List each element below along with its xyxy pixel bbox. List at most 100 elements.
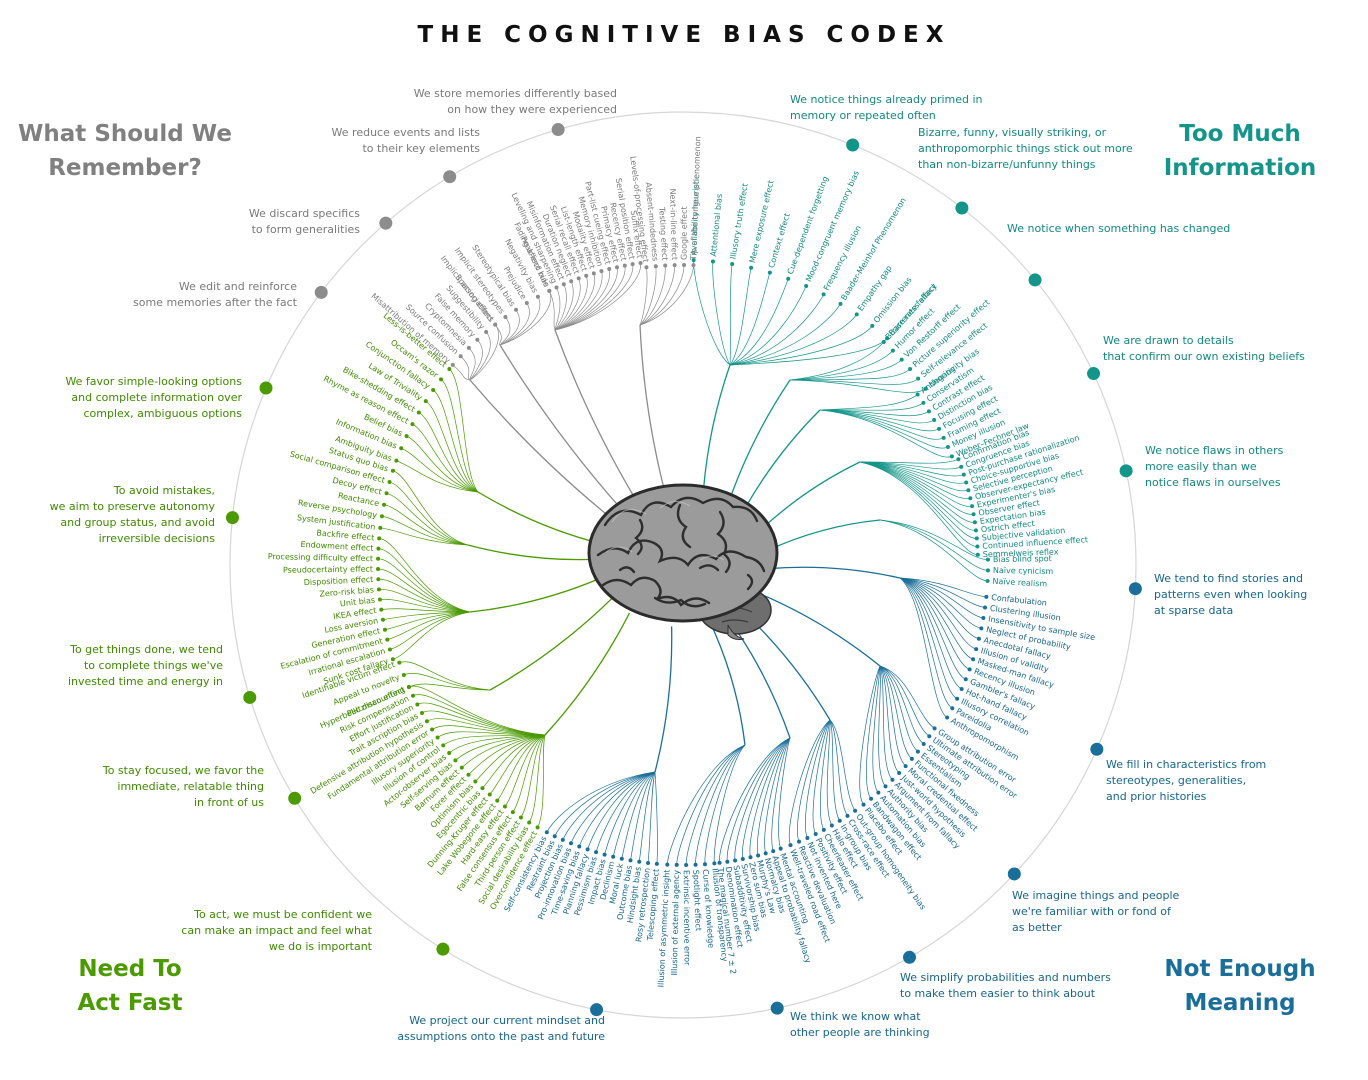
bias-label: Pseudocertainty effect (283, 565, 373, 575)
branch-leaf (819, 409, 930, 417)
branch-leaf (499, 309, 520, 346)
bias-node (459, 765, 464, 770)
bias-node (387, 479, 392, 484)
bias-node (628, 858, 633, 863)
category-dot (225, 511, 239, 525)
bias-node (584, 273, 589, 278)
branch-leaf (392, 611, 471, 660)
branch-leaf (554, 262, 641, 331)
quadrant-title-info: Too Much Information (1140, 117, 1340, 185)
branch-leaf (379, 598, 471, 613)
bias-node (599, 269, 604, 274)
branch-leaf (729, 263, 733, 366)
bias-label: Spotlight effect (691, 870, 703, 932)
branch-leaf (512, 734, 546, 813)
bias-node (821, 827, 826, 832)
category-label-line: To act, we must be confident we (193, 908, 372, 921)
bias-node (646, 860, 651, 865)
bias-node (712, 861, 717, 866)
bias-node (968, 496, 973, 501)
bias-node (416, 410, 421, 415)
branch-leaf (704, 744, 746, 865)
bias-node (672, 263, 677, 268)
bias-node (404, 434, 409, 439)
bias-node (385, 637, 390, 642)
bias-node (682, 263, 687, 268)
bias-node (975, 552, 980, 557)
branch-leaf (879, 519, 988, 561)
branch-leaf (520, 734, 546, 818)
branch-leaf (452, 364, 471, 381)
bias-node (518, 815, 523, 820)
branch-leaf (449, 368, 479, 493)
brain-icon (587, 483, 779, 640)
bias-node (387, 647, 392, 652)
branch-leaf (469, 331, 491, 381)
branch-trunk (738, 409, 821, 519)
branch-trunk (477, 491, 604, 545)
branch-leaf (469, 324, 499, 381)
bias-node (771, 849, 776, 854)
branch-leaf (383, 504, 469, 546)
bias-node (883, 784, 888, 789)
category-label-line: We notice things already primed in (790, 93, 983, 106)
bias-node (813, 832, 818, 837)
bias-node (949, 454, 954, 459)
bias-node (964, 480, 969, 485)
branch-leaf (879, 665, 935, 729)
branch-leaf (812, 719, 831, 835)
branch-leaf (494, 324, 502, 346)
branch-leaf (639, 265, 675, 326)
bias-node (983, 605, 988, 610)
branch-leaf (729, 285, 807, 366)
branch-leaf (482, 734, 546, 789)
category-label-line: assumptions onto the past and future (397, 1030, 605, 1043)
bias-node (959, 687, 964, 692)
bias-node (786, 276, 791, 281)
branch-leaf (789, 379, 926, 393)
bias-node (377, 597, 382, 602)
branch-leaf (621, 771, 656, 859)
bias-node (788, 843, 793, 848)
branch-leaf (418, 412, 479, 493)
branch-leaf (604, 771, 656, 855)
bias-node (961, 472, 966, 477)
branch-leaf (859, 461, 967, 484)
branch-leaf (859, 458, 959, 464)
bias-node (602, 852, 607, 857)
branch-leaf (554, 265, 626, 331)
branch-leaf (729, 303, 841, 366)
bias-label: Cue-dependent forgetting (786, 175, 830, 276)
branch-leaf (380, 527, 469, 546)
branch-leaf (859, 461, 974, 515)
bias-node (406, 685, 411, 690)
category-dot (443, 170, 457, 184)
branch-leaf (554, 278, 581, 331)
bias-node (710, 259, 715, 264)
branch-leaf (639, 266, 657, 326)
bias-node (653, 264, 658, 269)
branch-leaf (378, 589, 471, 613)
branch-leaf (829, 719, 841, 821)
branch-trunk (499, 344, 630, 518)
category-label-line: We are drawn to details (1103, 334, 1234, 347)
branch-leaf (448, 734, 546, 754)
bias-node (644, 265, 649, 270)
category-label-line: invested time and energy in (68, 675, 223, 688)
category-label-line: immediate, relatable thing (117, 780, 264, 793)
branch-leaf (475, 734, 546, 782)
quadrant-title-line: Act Fast (77, 990, 183, 1016)
branch-leaf (859, 461, 964, 477)
branch-leaf (554, 264, 634, 331)
bias-node (897, 771, 902, 776)
branch-leaf (859, 461, 971, 499)
bias-node (981, 615, 986, 620)
branch-leaf (713, 744, 746, 864)
branch-leaf (647, 771, 656, 863)
bias-node (439, 377, 444, 382)
